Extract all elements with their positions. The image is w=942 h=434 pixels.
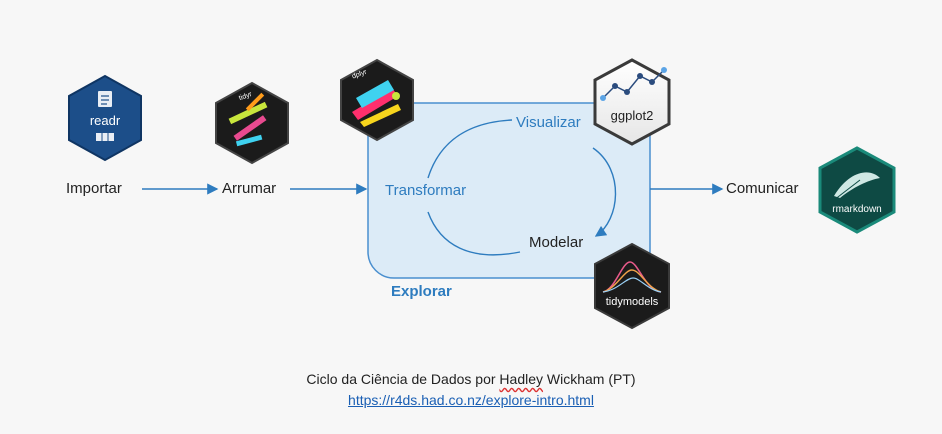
tidymodels-logo-text: tidymodels (606, 296, 659, 308)
step-modelar: Modelar (529, 234, 584, 251)
cycle-arc-top (427, 119, 513, 179)
cycle-arc-bottom (427, 211, 521, 256)
step-explorar: Explorar (391, 283, 452, 300)
step-comunicar: Comunicar (726, 180, 799, 197)
readr-logo: readr (68, 74, 142, 162)
caption-link-row: https://r4ds.had.co.nz/explore-intro.htm… (0, 392, 942, 408)
caption-author: Hadley (499, 371, 544, 387)
tidyr-logo-text: tidyr (238, 91, 253, 102)
dplyr-logo-text: dplyr (351, 68, 368, 80)
step-importar: Importar (66, 180, 122, 197)
ggplot2-logo: ggplot2 (593, 58, 671, 146)
caption-title: Ciclo da Ciência de Dados por Hadley Wic… (0, 371, 942, 387)
cycle-arc-right (592, 147, 617, 237)
dplyr-logo: dplyr (340, 58, 414, 142)
rmarkdown-logo-text: rmarkdown (832, 204, 881, 215)
caption-text-start: Ciclo da Ciência de Dados por (306, 371, 500, 387)
tidymodels-logo: tidymodels (594, 242, 670, 330)
step-transformar: Transformar (385, 182, 467, 199)
ggplot2-logo-text: ggplot2 (611, 108, 654, 123)
explore-box (367, 102, 651, 279)
tidyr-logo: tidyr (215, 81, 289, 165)
rmarkdown-logo: rmarkdown (818, 146, 896, 234)
step-visualizar: Visualizar (516, 114, 581, 131)
step-arrumar: Arrumar (222, 180, 277, 197)
caption-text-end: Wickham (PT) (543, 371, 636, 387)
caption-link[interactable]: https://r4ds.had.co.nz/explore-intro.htm… (348, 392, 594, 408)
readr-logo-text: readr (90, 113, 121, 128)
